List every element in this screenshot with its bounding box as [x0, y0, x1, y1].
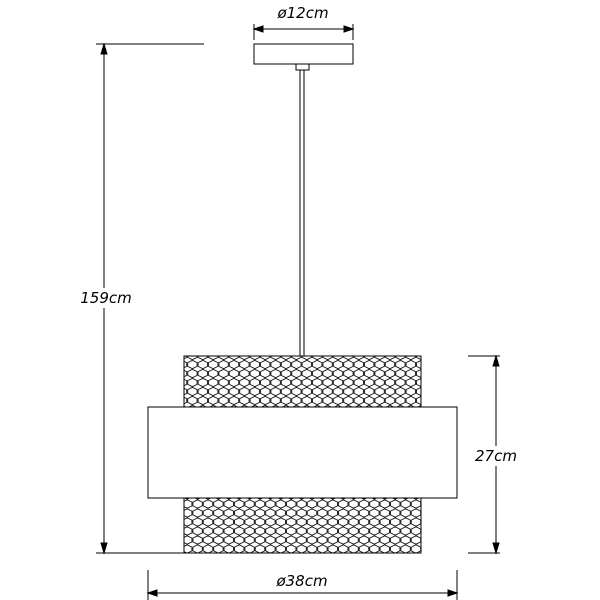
- canopy-diameter-dimension: [252, 24, 355, 40]
- fabric-band: [147, 406, 458, 499]
- shade-height-label: 27cm: [475, 447, 517, 465]
- canopy-diameter-label: ø12cm: [276, 4, 328, 22]
- total-height-label: 159cm: [80, 289, 132, 307]
- suspension-cable: [299, 70, 305, 356]
- shade-diameter-dimension: [146, 570, 459, 600]
- shade-diameter-label: ø38cm: [275, 572, 327, 590]
- shade-height-label-bg: [468, 446, 524, 466]
- canopy: [253, 43, 354, 71]
- total-height-label-bg: [74, 288, 138, 308]
